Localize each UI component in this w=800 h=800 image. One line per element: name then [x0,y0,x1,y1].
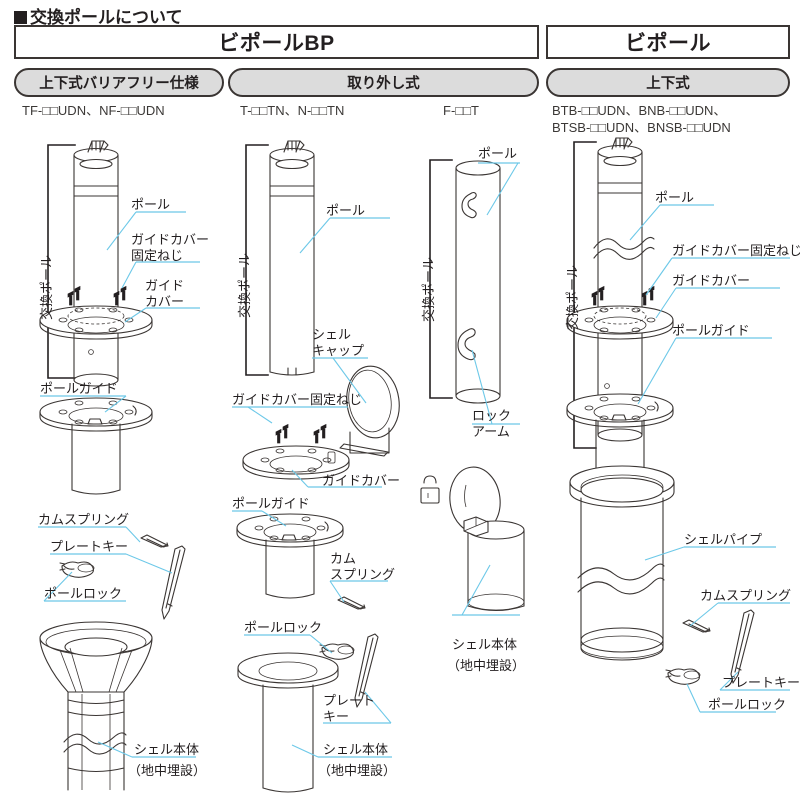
col4-label-plate-key: プレートキー [722,675,800,690]
col2-bracket-label: 交換ポール [237,252,252,318]
col4-label-guide-cover: ガイドカバー [672,273,751,288]
col3-pole [455,160,501,404]
col1-label-cam-spring: カムスプリング [38,512,130,527]
page-title: 交換ポールについて [14,3,183,28]
bullet-square-icon [14,11,27,24]
page-title-text: 交換ポールについて [30,8,183,27]
col2-pole-lock [319,643,355,660]
col4-label-pole: ポール [655,190,695,205]
col4-label-guide-cover-screw: ガイドカバー固定ねじ [672,243,800,258]
col3-shell-body [449,466,525,612]
col2-label-pole: ポール [326,203,366,218]
brand-header-bipole: ビポール [546,25,790,59]
col2-pole-guide [236,513,344,599]
col1-pole [73,140,119,387]
type-pill-joge-barrierfree: 上下式バリアフリー仕様 [14,68,224,97]
type-pill-torihazushi: 取り外し式 [228,68,539,97]
col1-pole-guide [39,397,153,495]
col4-shell-pipe [569,465,675,661]
col4-label-cam-spring: カムスプリング [700,588,792,603]
col2-label-cam-spring: カム スプリング [330,551,396,582]
model-codes-btb: BTB-□□UDN、BNB-□□UDN、 BTSB-□□UDN、BNSB-□□U… [552,103,731,135]
col1-label-shell-body: シェル本体 [134,742,200,757]
col4-pole-guide [566,393,674,483]
col1-label-pole-lock: ポールロック [44,586,123,601]
col2-cam-spring [337,596,366,610]
col4-label-pole-lock: ポールロック [708,697,787,712]
col1-guide-cover [39,305,153,355]
col4-label-shell-pipe: シェルパイプ [684,532,763,547]
col4-pole-lock [665,668,701,685]
col4-pole [593,137,655,442]
col2-guide-cover-screws [275,423,327,444]
col4-guide-cover-screws [591,285,655,306]
brand-header-bipole-bp: ビポールBP [14,25,539,59]
model-codes-t: T-□□TN、N-□□TN [240,103,345,118]
type-pill-joge-barrierfree-label: 上下式バリアフリー仕様 [39,76,199,92]
col1-guide-cover-screws [67,285,127,306]
col1-label-pole-guide: ポールガイド [40,381,118,396]
model-codes-f: F-□□T [443,103,479,118]
col2-label-plate-key: プレート キー [323,693,376,724]
col3-label-shell-body: シェル本体 [452,637,518,652]
col2-shell-cap [339,365,400,457]
col2-label-shell-cap: シェル キャップ [312,327,365,358]
col4-guide-cover [566,305,674,340]
col2-label-guide-cover: ガイドカバー [322,473,401,488]
col2-label-guide-cover-screw: ガイドカバー固定ねじ [232,392,363,407]
brand-header-bipole-label: ビポール [625,32,711,55]
col3-label-shell-body-sub: （地中埋設） [447,658,526,673]
col1-bracket-label: 交換ポール [39,254,54,320]
col3-label-pole: ポール [478,146,518,161]
type-pill-joge-label: 上下式 [646,76,690,92]
col2-label-pole-lock: ポールロック [244,620,323,635]
col3-label-lock-arm: ロック アーム [472,408,512,439]
brand-header-bipole-bp-label: ビポールBP [218,32,335,55]
col3-bracket-label: 交換ポール [421,256,436,322]
col4-bracket-label: 交換ポール [565,264,580,330]
col2-label-shell-body-sub: （地中埋設） [318,763,397,778]
col1-label-pole: ポール [131,197,171,212]
col1-label-guide-cover: ガイド カバー [145,278,185,309]
type-pill-joge: 上下式 [546,68,790,97]
model-codes-tf: TF-□□UDN、NF-□□UDN [22,103,165,118]
col1-label-guide-cover-screw: ガイドカバー 固定ねじ [131,232,210,263]
col2-label-pole-guide: ポールガイド [232,496,310,511]
col4-label-pole-guide: ポールガイド [672,323,750,338]
col2-pole [269,140,315,376]
col4-cam-spring [682,619,711,633]
col1-label-plate-key: プレートキー [50,539,129,554]
col1-label-shell-body-sub: （地中埋設） [128,763,207,778]
type-pill-torihazushi-label: 取り外し式 [347,76,420,92]
col3-padlock [420,475,440,504]
col3-leaders [452,162,520,616]
col2-label-shell-body: シェル本体 [323,742,389,757]
col4-plate-key [730,609,755,684]
